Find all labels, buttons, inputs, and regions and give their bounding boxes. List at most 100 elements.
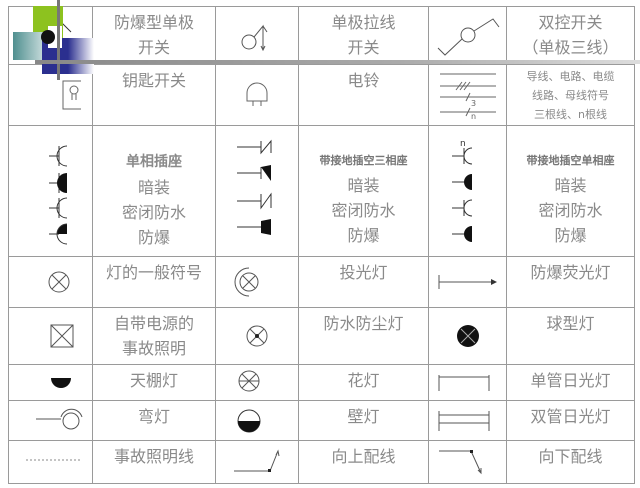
- key-switch-icon: [62, 80, 81, 110]
- decorative-vertical-rule: [57, 0, 60, 80]
- single-tube-fluorescent-symbol: [428, 364, 507, 401]
- label: 开关: [347, 38, 380, 57]
- wire-count-label: 3: [471, 99, 476, 108]
- label: 壁灯: [298, 400, 429, 441]
- label: 向下配线: [506, 440, 635, 484]
- explosion-proof-fluorescent-symbol: [428, 256, 507, 308]
- floodlight-icon: [234, 267, 259, 297]
- lamp-icon: [48, 271, 69, 293]
- bent-light-symbol: [8, 400, 93, 441]
- chandelier-icon: [238, 370, 260, 391]
- label: 弯灯: [92, 400, 216, 441]
- ceiling-light-icon: [50, 377, 71, 388]
- grounded-socket-icon: n: [451, 139, 472, 242]
- upward-wiring-icon: [234, 449, 280, 472]
- label: 自带电源的: [113, 314, 194, 333]
- label: 暗装: [554, 176, 587, 195]
- label: 防爆: [347, 226, 380, 245]
- double-tube-icon: [438, 410, 489, 431]
- table-row: 事故照明线 向上配线 向下配线: [8, 440, 635, 484]
- table-row: 防爆型单极开关 单极拉线开关 双控开关 （单极三线）: [8, 6, 635, 65]
- decorative-horizontal-rule: [35, 60, 640, 64]
- table-row: 弯灯 壁灯 双管日光灯: [8, 400, 635, 441]
- two-way-switch-symbol: [428, 6, 507, 65]
- label: 单相插座: [126, 154, 182, 170]
- waterproof-light-icon: [246, 325, 268, 347]
- floodlight-symbol: [215, 256, 299, 308]
- three-phase-socket-icon: [237, 139, 272, 235]
- label: 带接地插空三相座: [319, 154, 408, 167]
- waterproof-light-symbol: [215, 307, 299, 365]
- ceiling-light-symbol: [8, 364, 93, 401]
- two-way-switch-icon: [437, 18, 499, 56]
- table-row: 天棚灯 花灯 单管日光灯: [8, 364, 635, 401]
- emergency-light-symbol: [8, 307, 93, 365]
- label: 单管日光灯: [506, 364, 635, 401]
- downward-wiring-icon: [438, 450, 481, 475]
- emergency-line-symbol: [8, 440, 93, 484]
- three-phase-socket-symbols: [215, 125, 299, 257]
- table-row: 单相插座暗装密闭防水防爆 带接地插空三相座暗装密闭防水防爆 n 带接地插空单相座…: [8, 125, 635, 257]
- label: 投光灯: [298, 256, 429, 308]
- downward-wiring-symbol: [428, 440, 507, 484]
- label: 密闭防水: [121, 203, 186, 222]
- label: 防爆荧光灯: [506, 256, 635, 308]
- socket-icon: [48, 145, 67, 245]
- label: 带接地插空单相座: [526, 154, 615, 167]
- label: 密闭防水: [331, 201, 396, 220]
- emergency-light-icon: [50, 324, 73, 348]
- label: 线路、母线符号: [532, 89, 609, 102]
- table-row: 自带电源的事故照明 防水防尘灯 球型灯: [8, 307, 635, 365]
- fluorescent-icon: [438, 275, 497, 289]
- label: 双控开关: [538, 13, 603, 32]
- label: 球型灯: [506, 307, 635, 365]
- single-tube-icon: [438, 374, 489, 391]
- label: 花灯: [298, 364, 429, 401]
- label: 单极拉线: [331, 13, 396, 32]
- label: 向上配线: [298, 440, 429, 484]
- pull-switch-symbol: [215, 6, 299, 65]
- label: 防爆型单极: [113, 13, 194, 32]
- label: 双管日光灯: [506, 400, 635, 441]
- label: 开关: [137, 38, 170, 57]
- label: 防水防尘灯: [298, 307, 429, 365]
- bell-symbol: [215, 64, 299, 126]
- chandelier-symbol: [215, 364, 299, 401]
- table-row: 灯的一般符号 投光灯 防爆荧光灯: [8, 256, 635, 308]
- wall-light-symbol: [215, 400, 299, 441]
- ball-light-symbol: [428, 307, 507, 365]
- double-tube-fluorescent-symbol: [428, 400, 507, 441]
- bell-icon: [246, 82, 268, 106]
- wall-light-icon: [237, 409, 261, 432]
- decorative-logo: [10, 0, 100, 80]
- bent-light-icon: [35, 408, 82, 429]
- wire-count-label: n: [471, 112, 476, 120]
- upward-wiring-symbol: [215, 440, 299, 484]
- label: 防爆: [554, 226, 587, 245]
- n-label: n: [460, 139, 466, 149]
- single-phase-socket-symbols: [8, 125, 93, 257]
- label: （单极三线）: [522, 38, 619, 57]
- lamp-symbol: [8, 256, 93, 308]
- label: 天棚灯: [92, 364, 216, 401]
- grounded-single-phase-socket-symbols: n: [428, 125, 507, 257]
- ball-light-icon: [456, 325, 479, 347]
- label: 灯的一般符号: [92, 256, 216, 308]
- pull-switch-icon: [241, 24, 268, 51]
- label: 导线、电路、电缆: [526, 70, 615, 83]
- label: 事故照明: [121, 339, 186, 358]
- label: 钥匙开关: [92, 64, 216, 126]
- dashed-line-icon: [25, 459, 82, 461]
- label: 密闭防水: [538, 201, 603, 220]
- label: 防爆: [137, 228, 170, 247]
- label: 三根线、n根线: [534, 108, 607, 121]
- key-switch-symbol: [8, 64, 93, 126]
- wire-lines-icon: 3n: [439, 73, 496, 120]
- label: 电铃: [298, 64, 429, 126]
- label: 暗装: [347, 176, 380, 195]
- label: 暗装: [137, 178, 170, 197]
- label: 事故照明线: [92, 440, 216, 484]
